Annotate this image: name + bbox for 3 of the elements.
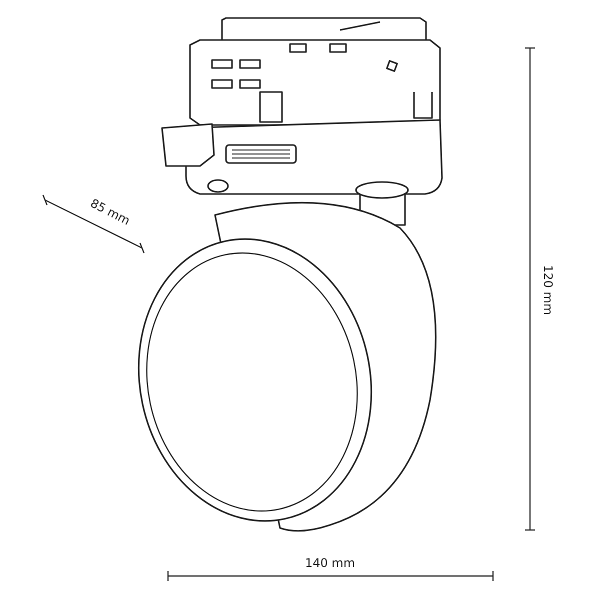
dimension-label: 85 mm (88, 197, 132, 227)
dimension-label: 120 mm (542, 264, 554, 316)
dimension-label: 140 mm (304, 557, 356, 569)
